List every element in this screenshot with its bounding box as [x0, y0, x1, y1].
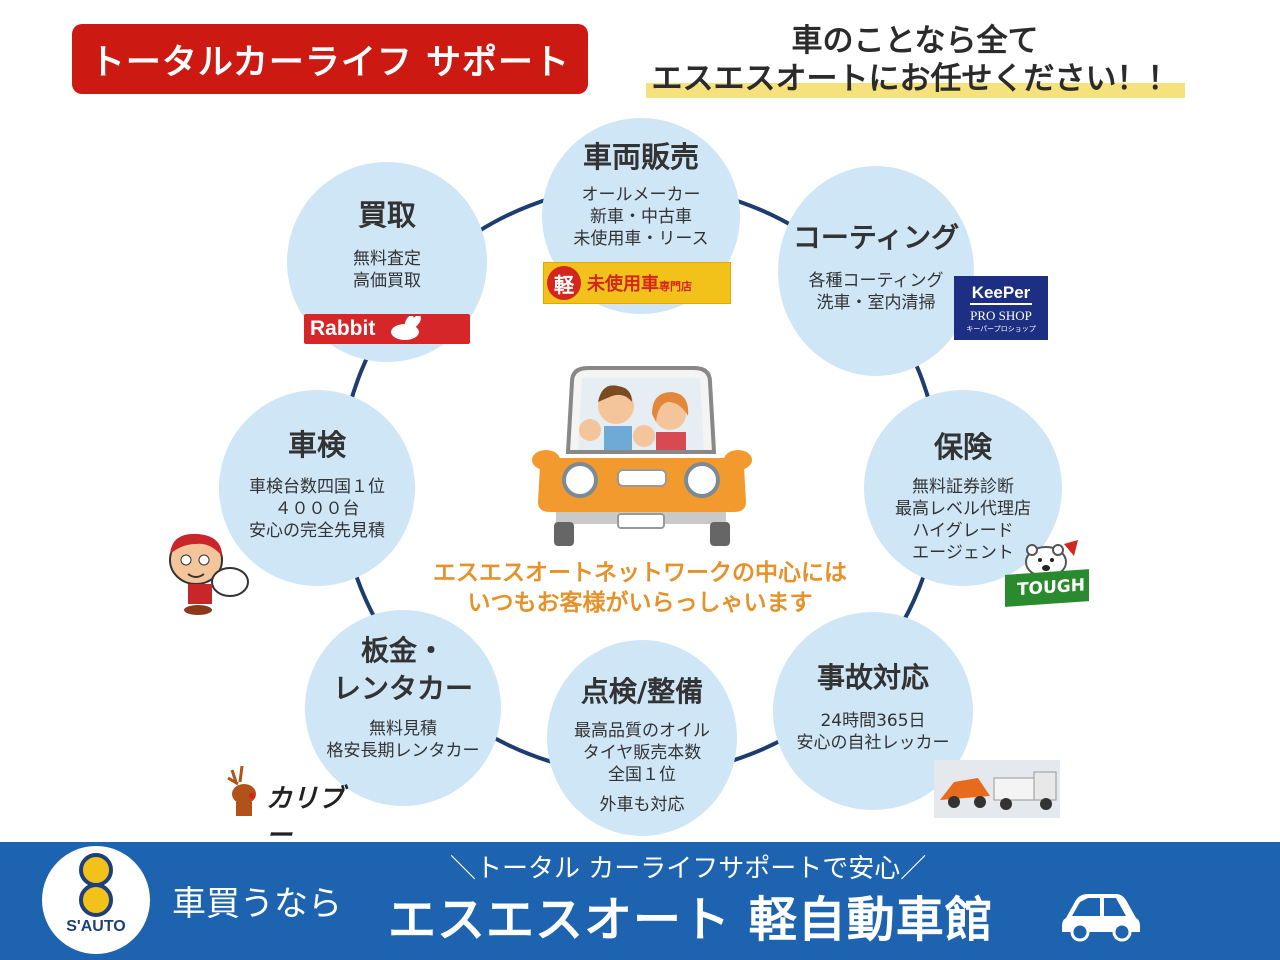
- service-line: ４０００台: [274, 499, 360, 519]
- service-line: ハイグレード: [912, 521, 1014, 541]
- service-title: 板金・: [360, 634, 445, 667]
- service-line: 各種コーティング: [808, 271, 944, 291]
- footer-bar: [0, 842, 1280, 960]
- service-title: 保険: [933, 430, 992, 464]
- keeper-logo-kana: キーパープロショップ: [966, 324, 1036, 333]
- service-bodywork-rental[interactable]: 板金・ レンタカー 無料見積 格安長期レンタカー: [305, 610, 501, 806]
- family-car-illustration: [532, 366, 752, 546]
- keeper-logo-proshop: PRO SHOP: [970, 307, 1032, 323]
- tagline-line-2: エスエスオートにお任せください！！: [645, 60, 1185, 98]
- tough-logo: TOUGH: [1005, 569, 1089, 607]
- service-line: 最高品質のオイル: [574, 721, 710, 741]
- service-title: 点検/整備: [580, 675, 704, 708]
- caribou-logo-name: カリブー: [266, 784, 345, 851]
- service-title: コーティング: [792, 221, 960, 254]
- inspection-mascot-icon: [169, 533, 249, 615]
- header-badge: トータルカーライフ サポート: [72, 24, 588, 94]
- service-vehicle-inspection[interactable]: 車検 車検台数四国１位 ４０００台 安心の完全先見積: [219, 390, 415, 586]
- tow-truck-icon: [940, 771, 1057, 810]
- tough-logo-text: TOUGH: [1016, 575, 1085, 601]
- center-message: エスエスオートネットワークの中心には いつもお客様がいらっしゃいます: [330, 558, 950, 618]
- service-inspection-maintenance[interactable]: 点検/整備 最高品質のオイル タイヤ販売本数 全国１位 外車も対応: [547, 640, 737, 836]
- service-line: 洗車・室内清掃: [816, 293, 936, 313]
- service-line: 外車も対応: [599, 795, 685, 815]
- service-line: 格安長期レンタカー: [326, 741, 480, 761]
- service-line: 無料証券診断: [912, 477, 1014, 497]
- service-line: 最高レベル代理店: [895, 499, 1031, 519]
- service-title: 車両販売: [582, 140, 699, 174]
- service-title: 買取: [357, 198, 416, 232]
- service-line: 新車・中古車: [590, 207, 692, 227]
- rabbit-logo: Rabbit: [304, 314, 470, 344]
- keeper-logo-name: KeePer: [969, 283, 1033, 305]
- tow-truck-image: [934, 760, 1060, 818]
- service-line: 車検台数四国１位: [249, 477, 385, 497]
- center-message-line-1: エスエスオートネットワークの中心には: [433, 560, 847, 586]
- rabbit-logo-text: Rabbit: [310, 317, 376, 340]
- kei-unused-car-logo: 軽 未使用車専門店: [543, 262, 731, 304]
- kei-logo-small: 専門店: [659, 280, 692, 293]
- service-line: 安心の自社レッカー: [796, 733, 950, 753]
- service-line: 未使用車・リース: [573, 229, 709, 249]
- service-line: オールメーカー: [581, 185, 701, 205]
- s-auto-logo[interactable]: S'AUTO: [42, 846, 150, 954]
- header-tagline: 車のことなら全て エスエスオートにお任せください！！: [600, 22, 1230, 98]
- service-line: 24時間365日: [820, 711, 926, 731]
- keeper-pro-shop-logo: KeePer PRO SHOP キーパープロショップ: [954, 276, 1048, 340]
- kei-seal: 軽: [547, 266, 581, 300]
- service-line: 安心の完全先見積: [249, 521, 385, 541]
- service-line: 高価買取: [353, 271, 421, 291]
- footer-shop-name: エスエスオート 軽自動車館: [388, 892, 994, 948]
- service-line: 無料見積: [369, 719, 437, 739]
- tagline-line-1: 車のことなら全て: [791, 23, 1039, 59]
- rabbit-icon: [391, 316, 422, 340]
- s-auto-brand: S'AUTO: [66, 918, 126, 935]
- service-coating[interactable]: コーティング 各種コーティング 洗車・室内清掃: [778, 166, 974, 376]
- service-title: 車検: [287, 428, 346, 462]
- reindeer-icon: [227, 765, 256, 816]
- header-badge-text: トータルカーライフ サポート: [89, 42, 571, 83]
- center-message-line-2: いつもお客様がいらっしゃいます: [467, 590, 813, 616]
- service-line: 無料査定: [353, 249, 421, 269]
- kei-logo-text: 未使用車: [587, 274, 659, 295]
- service-title: レンタカー: [332, 672, 473, 705]
- car-icon: [1062, 894, 1140, 942]
- footer-buy-text: 車買うなら: [172, 884, 342, 924]
- service-line: タイヤ販売本数: [582, 743, 702, 763]
- s-auto-mark-icon: [79, 853, 113, 917]
- footer-tagline: ＼トータル カーライフサポートで安心／: [450, 854, 927, 884]
- service-line: 全国１位: [608, 765, 676, 785]
- service-title: 事故対応: [816, 661, 929, 694]
- service-line: エージェント: [912, 543, 1014, 563]
- caribou-rental-logo: カリブー: [222, 764, 358, 851]
